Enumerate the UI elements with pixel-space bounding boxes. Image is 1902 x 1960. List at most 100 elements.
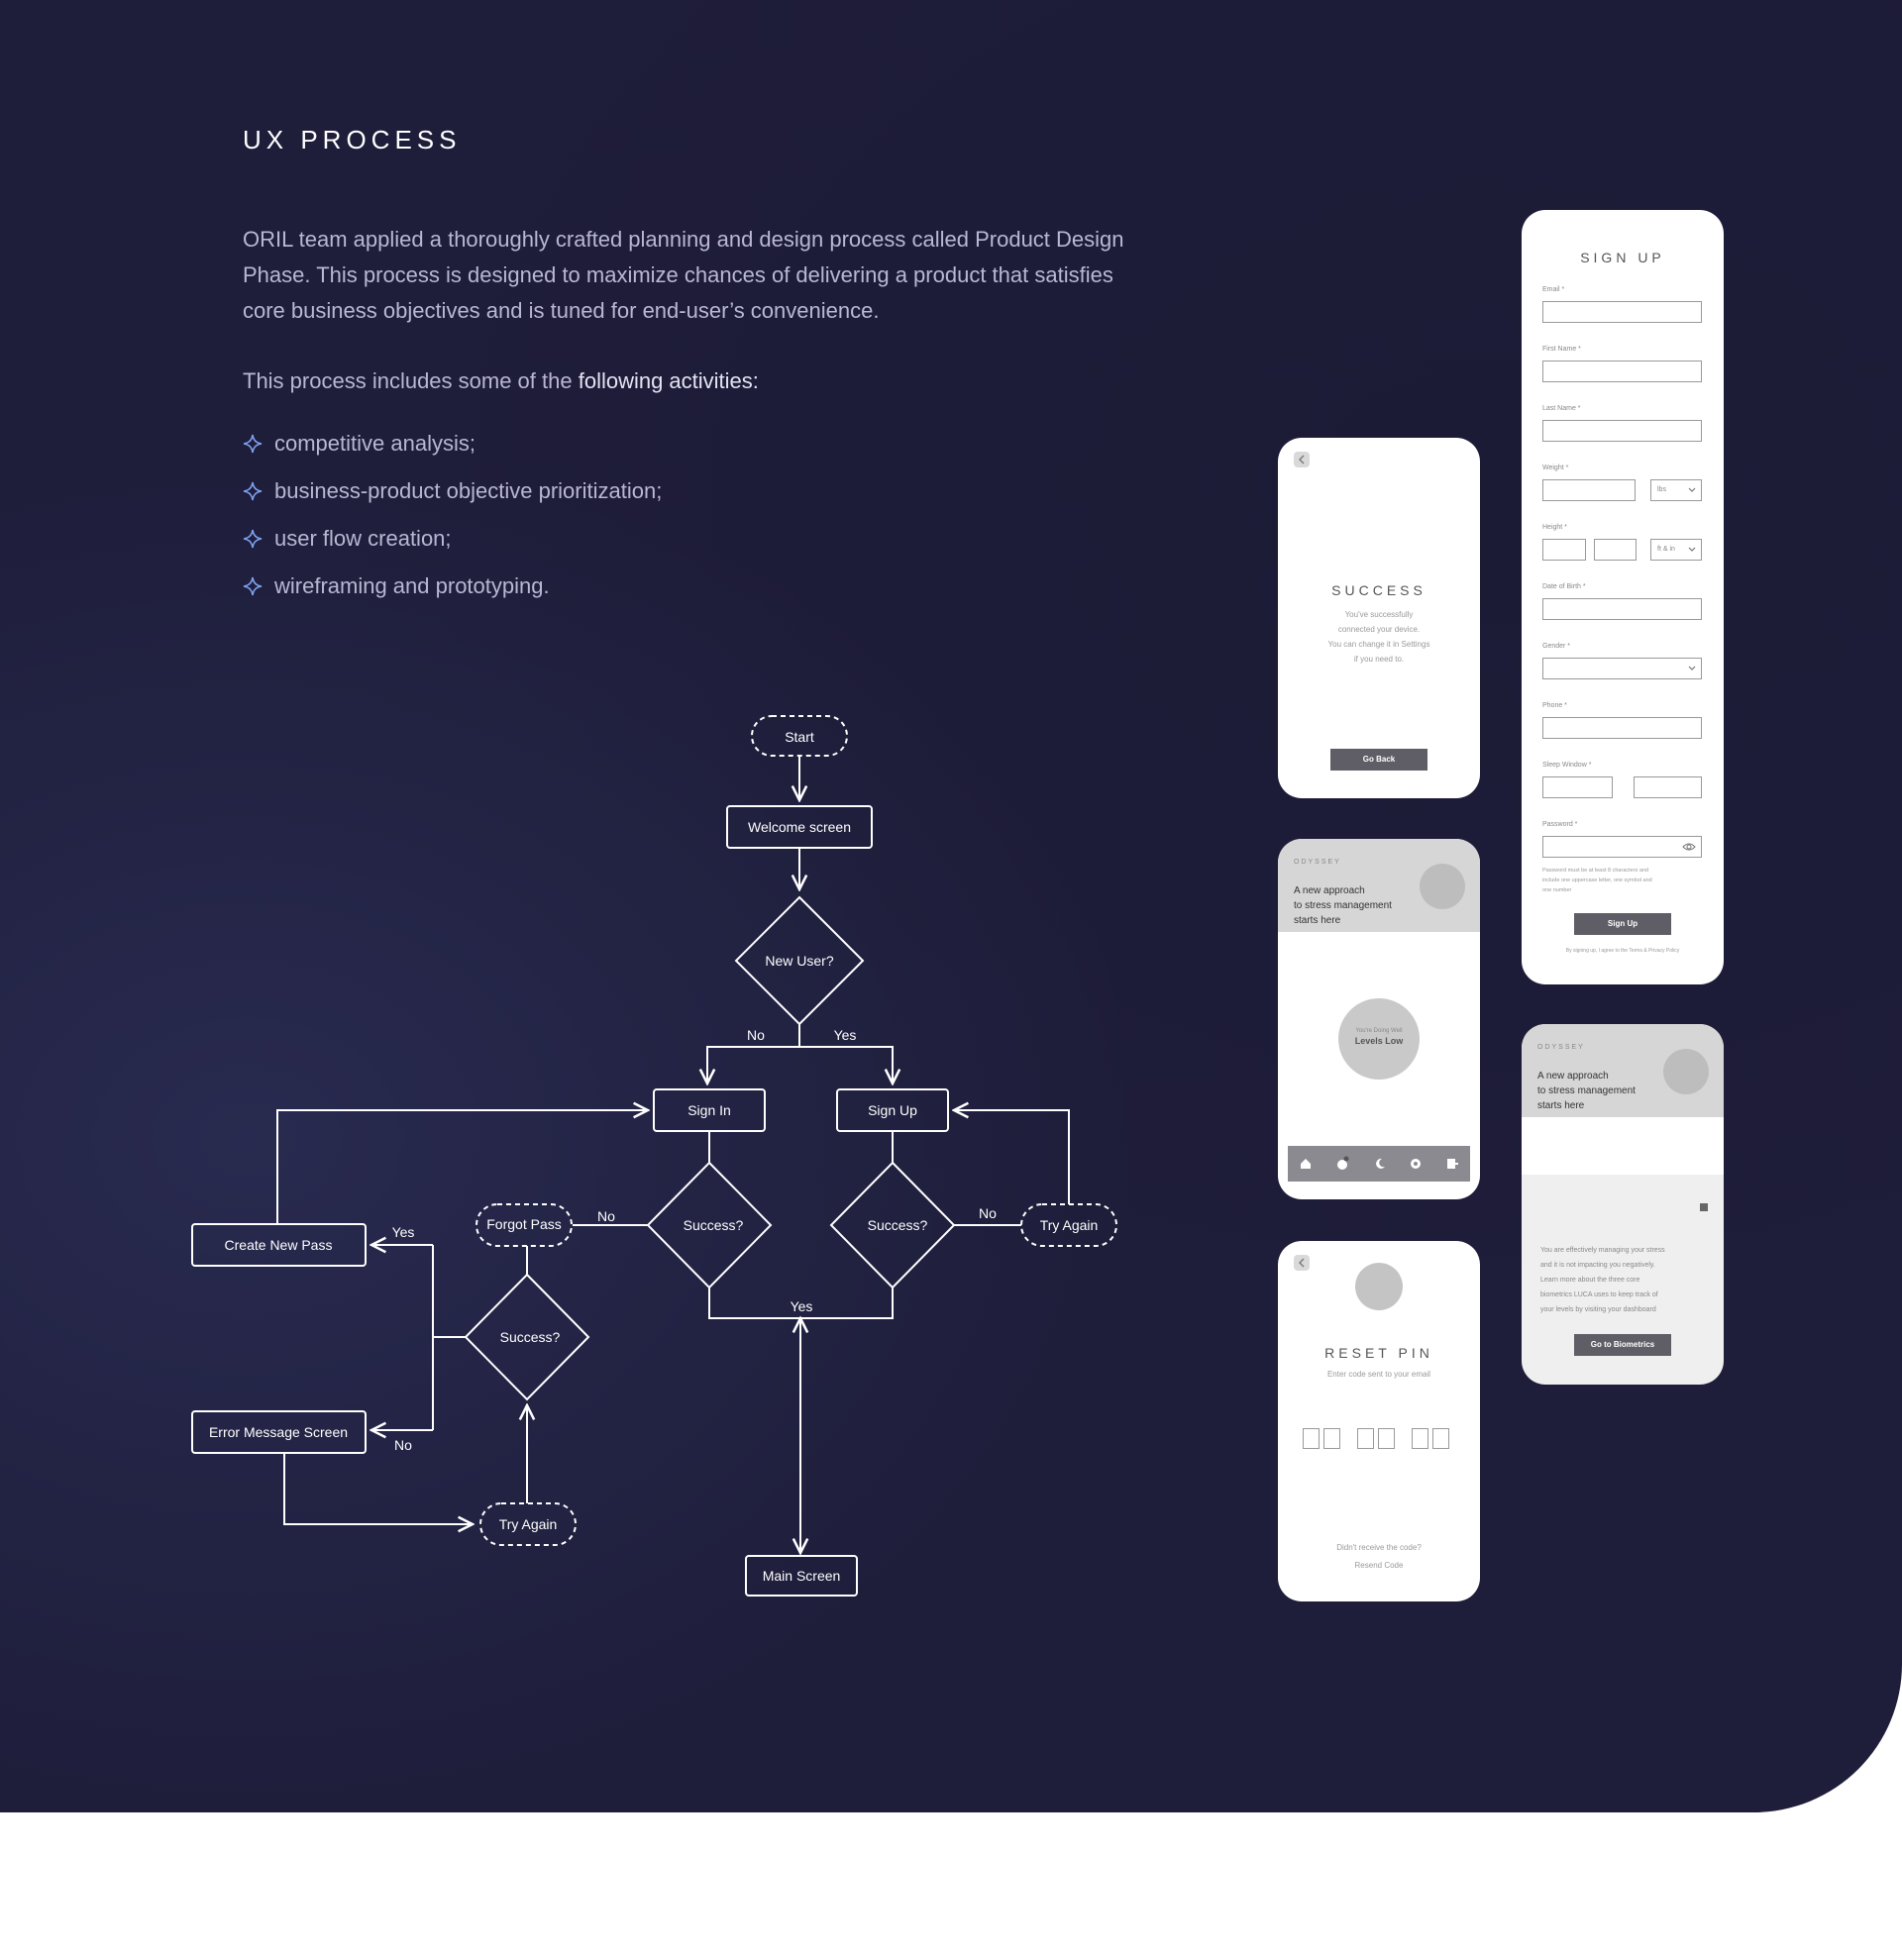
gender-select[interactable] (1542, 658, 1702, 679)
back-button[interactable] (1294, 452, 1310, 467)
pin-digit[interactable] (1323, 1428, 1340, 1449)
back-button[interactable] (1294, 1255, 1310, 1271)
diamond-star-icon (243, 529, 263, 549)
lead-text: This process includes some of the (243, 368, 579, 393)
pin-inputs (1303, 1428, 1461, 1450)
first-name-field[interactable] (1542, 361, 1702, 382)
connector (283, 1453, 473, 1524)
first-name-label: First Name * (1542, 346, 1581, 353)
avatar[interactable] (1663, 1049, 1709, 1094)
pin-digit[interactable] (1432, 1428, 1449, 1449)
main-screen-node (745, 1555, 858, 1597)
resend-code-link[interactable]: Resend Code (1354, 1561, 1404, 1570)
no-label: No (747, 1027, 765, 1043)
main-screen-label: Main Screen (763, 1568, 841, 1584)
reset-pin-screen: RESET PIN Enter code sent to your email … (1278, 1241, 1480, 1601)
pin-digit[interactable] (1303, 1428, 1320, 1449)
height-ft-field[interactable] (1542, 539, 1586, 561)
connector (799, 1046, 893, 1083)
go-to-biometrics-button[interactable]: Go to Biometrics (1574, 1334, 1671, 1356)
dob-field[interactable] (1542, 598, 1702, 620)
yes-label: Yes (834, 1027, 857, 1043)
hint-line: one number (1542, 887, 1572, 893)
headline-line: starts here (1294, 915, 1341, 926)
chart-icon[interactable] (1335, 1156, 1351, 1172)
avatar[interactable] (1420, 864, 1465, 909)
headline-line: to stress management (1294, 900, 1392, 911)
error-message-label: Error Message Screen (209, 1424, 348, 1440)
forgot-success-decision (464, 1273, 590, 1401)
email-field[interactable] (1542, 301, 1702, 323)
bottom-nav (1288, 1146, 1470, 1182)
headline-line: A new approach (1294, 885, 1365, 896)
body-line: your levels by visiting your dashboard (1540, 1306, 1656, 1313)
height-unit-value: ft & in (1657, 546, 1675, 553)
brand-label: ODYSSEY (1537, 1044, 1585, 1051)
height-in-field[interactable] (1594, 539, 1637, 561)
sign-up-button[interactable]: Sign Up (1574, 913, 1671, 935)
body-line: biometrics LUCA uses to keep track of (1540, 1291, 1658, 1298)
body-line: if you need to. (1353, 655, 1405, 664)
connector (276, 1110, 648, 1224)
body-line: You've successfully (1344, 610, 1414, 619)
sign-up-screen: SIGN UP Email * First Name * Last Name *… (1522, 210, 1724, 984)
forgot-pass-node (476, 1203, 573, 1247)
moon-icon[interactable] (1373, 1157, 1387, 1171)
last-name-field[interactable] (1542, 420, 1702, 442)
try-again-label: Try Again (499, 1516, 558, 1532)
body-line: connected your device. (1337, 625, 1421, 634)
password-label: Password * (1542, 821, 1578, 828)
last-name-label: Last Name * (1542, 405, 1581, 412)
home-icon[interactable] (1299, 1157, 1313, 1171)
try-again-left-node (479, 1502, 577, 1546)
create-new-pass-node (191, 1223, 367, 1267)
no-label: No (597, 1208, 615, 1224)
chevron-down-icon (1688, 487, 1696, 492)
dob-label: Date of Birth * (1542, 583, 1586, 590)
success-screen: SUCCESS You've successfully connected yo… (1278, 438, 1480, 798)
yes-label: Yes (392, 1224, 415, 1240)
pin-digit[interactable] (1412, 1428, 1428, 1449)
body-line: You are effectively managing your stress (1540, 1247, 1665, 1254)
home-screen: ODYSSEY A new approach to stress managem… (1278, 839, 1480, 1199)
activities-list: competitive analysis; business-product o… (243, 420, 662, 610)
height-unit-select[interactable]: ft & in (1650, 539, 1702, 561)
sleep-start-field[interactable] (1542, 776, 1613, 798)
list-item-text: competitive analysis; (274, 431, 476, 456)
headline-line: A new approach (1537, 1071, 1609, 1082)
sign-up-label: Sign Up (868, 1102, 917, 1118)
gear-icon[interactable] (1409, 1157, 1423, 1171)
weight-field[interactable] (1542, 479, 1636, 501)
success-label: Success? (500, 1329, 561, 1345)
sleep-end-field[interactable] (1634, 776, 1702, 798)
lead-bold: following activities: (578, 368, 759, 393)
chevron-left-icon (1299, 455, 1305, 464)
phone-field[interactable] (1542, 717, 1702, 739)
password-field[interactable] (1542, 836, 1702, 858)
logout-icon[interactable] (1445, 1157, 1459, 1171)
body-line: Learn more about the three core (1540, 1277, 1640, 1284)
go-back-button[interactable]: Go Back (1330, 749, 1427, 771)
eye-icon[interactable] (1682, 842, 1696, 852)
chevron-down-icon (1688, 547, 1696, 552)
close-square-icon[interactable] (1700, 1203, 1708, 1211)
list-item: business-product objective prioritizatio… (243, 467, 662, 515)
welcome-label: Welcome screen (748, 819, 851, 835)
connector (954, 1110, 1070, 1204)
headline: A new approach to stress management star… (1537, 1069, 1636, 1113)
resend-prompt: Didn't receive the code? (1336, 1543, 1422, 1552)
weight-unit-select[interactable]: lbs (1650, 479, 1702, 501)
yes-label: Yes (791, 1298, 813, 1314)
pin-digit[interactable] (1357, 1428, 1374, 1449)
weight-label: Weight * (1542, 464, 1569, 471)
list-item: competitive analysis; (243, 420, 662, 467)
success-label: Success? (868, 1217, 928, 1233)
chevron-left-icon (1299, 1258, 1305, 1268)
pin-digit[interactable] (1378, 1428, 1395, 1449)
connector (707, 1024, 800, 1083)
email-label: Email * (1542, 286, 1565, 293)
intro-paragraph: ORIL team applied a thoroughly crafted p… (243, 227, 1124, 323)
error-message-node (191, 1410, 367, 1454)
avatar (1355, 1263, 1403, 1310)
status-circle: You're Doing Well Levels Low (1338, 998, 1420, 1080)
